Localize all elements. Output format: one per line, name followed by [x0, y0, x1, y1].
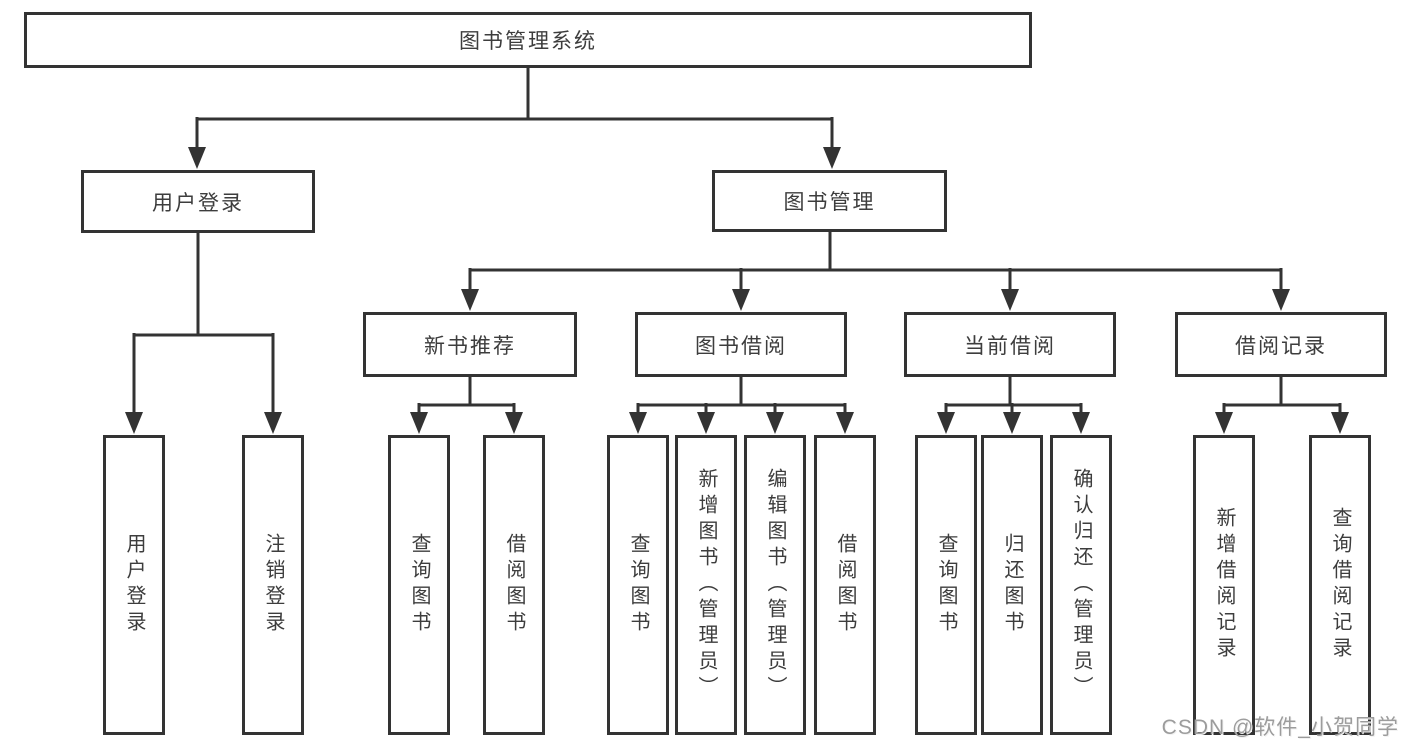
- node-root-system: 图书管理系统: [24, 12, 1032, 68]
- node-user-login-branch: 用户登录: [81, 170, 315, 233]
- connector-current-split: [944, 377, 1083, 416]
- leaf-borrow-books-label: 借阅图书: [834, 533, 856, 637]
- connector-recommend-split: [417, 377, 516, 416]
- leaf-add-books-admin: 新增图书（管理员）: [675, 435, 737, 735]
- node-current-borrow-label: 当前借阅: [964, 334, 1056, 358]
- leaf-add-borrow-record-label: 新增借阅记录: [1213, 507, 1235, 663]
- leaf-user-login-label: 用户登录: [123, 533, 145, 637]
- node-new-book-recommend-label: 新书推荐: [424, 334, 516, 358]
- leaf-logout-login: 注销登录: [242, 435, 304, 735]
- leaf-add-borrow-record: 新增借阅记录: [1193, 435, 1255, 735]
- leaf-return-books-label: 归还图书: [1001, 533, 1023, 637]
- leaf-query-books-current: 查询图书: [915, 435, 977, 735]
- leaf-edit-books-admin-label: 编辑图书（管理员）: [764, 468, 786, 702]
- connector-root-split: [195, 68, 834, 151]
- node-book-borrow-label: 图书借阅: [695, 334, 787, 358]
- leaf-query-books-borrow-label: 查询图书: [627, 533, 649, 637]
- node-root-system-label: 图书管理系统: [459, 30, 597, 53]
- leaf-edit-books-admin: 编辑图书（管理员）: [744, 435, 806, 735]
- leaf-user-login: 用户登录: [103, 435, 165, 735]
- connector-login-split: [132, 233, 275, 416]
- leaf-query-books-recommend: 查询图书: [388, 435, 450, 735]
- leaf-logout-login-label: 注销登录: [262, 533, 284, 637]
- leaf-query-borrow-record-label: 查询借阅记录: [1329, 507, 1351, 663]
- leaf-query-books-current-label: 查询图书: [935, 533, 957, 637]
- connector-record-split: [1222, 377, 1342, 416]
- connector-borrow-split: [636, 377, 847, 416]
- leaf-borrow-books-recommend-label: 借阅图书: [503, 533, 525, 637]
- node-book-management-branch: 图书管理: [712, 170, 947, 232]
- node-current-borrow: 当前借阅: [904, 312, 1116, 377]
- connector-mgmt-split: [468, 232, 1283, 293]
- node-user-login-branch-label: 用户登录: [152, 191, 244, 215]
- leaf-borrow-books: 借阅图书: [814, 435, 876, 735]
- csdn-watermark: CSDN @软件_小贺同学: [1161, 716, 1399, 739]
- leaf-confirm-return-admin: 确认归还（管理员）: [1050, 435, 1112, 735]
- leaf-query-books-recommend-label: 查询图书: [408, 533, 430, 637]
- leaf-confirm-return-admin-label: 确认归还（管理员）: [1070, 468, 1092, 702]
- leaf-borrow-books-recommend: 借阅图书: [483, 435, 545, 735]
- leaf-return-books: 归还图书: [981, 435, 1043, 735]
- node-book-borrow: 图书借阅: [635, 312, 847, 377]
- node-borrow-record-label: 借阅记录: [1235, 334, 1327, 358]
- leaf-add-books-admin-label: 新增图书（管理员）: [695, 468, 717, 702]
- leaf-query-books-borrow: 查询图书: [607, 435, 669, 735]
- leaf-query-borrow-record: 查询借阅记录: [1309, 435, 1371, 735]
- node-book-management-branch-label: 图书管理: [783, 191, 876, 214]
- node-borrow-record: 借阅记录: [1175, 312, 1387, 377]
- node-new-book-recommend: 新书推荐: [363, 312, 577, 377]
